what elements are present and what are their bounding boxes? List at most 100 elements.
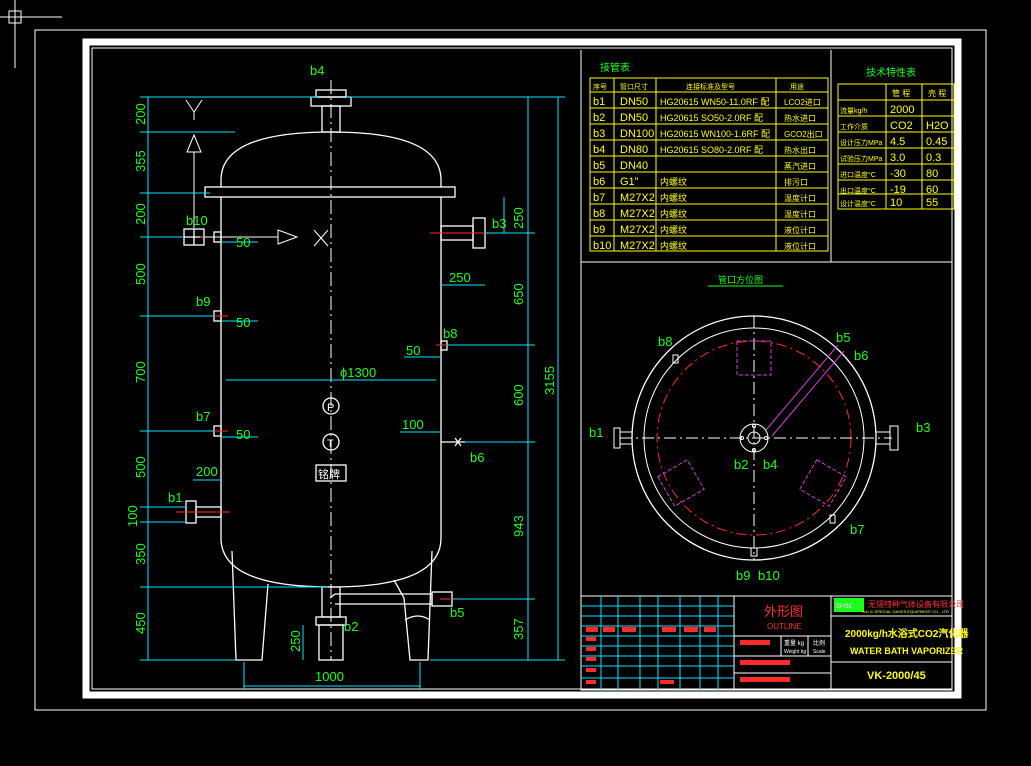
spec-table-lines xyxy=(837,83,955,210)
nozzle-table-cell: b2 xyxy=(593,112,605,124)
dim-left-0: 200 xyxy=(133,103,148,125)
plan-label-b7: b7 xyxy=(850,522,864,537)
spec-table-cell: CO2 xyxy=(890,120,913,132)
nozzle-center-lines xyxy=(176,232,498,600)
spec-table-header-1: 管 程 xyxy=(892,88,910,98)
spec-table-cell: 出口温度°C xyxy=(840,186,876,195)
dim-left-3: 500 xyxy=(133,263,148,285)
nozzle-table-header-2: 连接标准及型号 xyxy=(686,82,735,91)
nozzle-table-cell: LCO2进口 xyxy=(784,98,821,107)
nozzle-table-cell: HG20615 SO50-2.0RF 配 xyxy=(660,113,763,123)
nozzle-table-cell: 温度计口 xyxy=(784,209,816,219)
nozzle-table-cell: HG20615 WN50-11.0RF 配 xyxy=(660,97,769,107)
company-en: WU XI SPECIAL GASES EQUIPMENT CO., LTD xyxy=(862,609,949,614)
nozzle-table-cell: b5 xyxy=(593,160,605,172)
plan-label-b3: b3 xyxy=(916,420,930,435)
plan-title: 管口方位图 xyxy=(718,274,763,285)
label-b4: b4 xyxy=(310,63,324,78)
label-b6: b6 xyxy=(470,450,484,465)
dim-b3-h: 250 xyxy=(511,207,526,229)
nozzle-table-cell: 温度计口 xyxy=(784,193,816,203)
scale-label: 比例 xyxy=(813,639,825,647)
dim-left-1: 355 xyxy=(133,150,148,172)
logo-text: SPGE xyxy=(836,604,853,610)
label-b3: b3 xyxy=(492,216,506,231)
spec-table-title: 技术特性表 xyxy=(866,66,916,79)
nozzle-table-lines xyxy=(589,77,829,252)
dim-right-2: 943 xyxy=(511,515,526,537)
drawing-name-cn: 外形图 xyxy=(764,604,803,619)
scale-label-small: Scale xyxy=(813,649,826,655)
white-border xyxy=(82,38,962,699)
front-view xyxy=(183,89,486,661)
dim-b10-len: 50 xyxy=(236,235,250,250)
plan-label-b5: b5 xyxy=(836,330,850,345)
nozzle-table-cell: b6 xyxy=(593,176,605,188)
spec-table-cell: -19 xyxy=(890,184,906,196)
spec-table-cell: 60 xyxy=(926,184,938,196)
dim-right-1: 600 xyxy=(511,384,526,406)
label-b1: b1 xyxy=(168,490,182,505)
nozzle-table-cell: b1 xyxy=(593,96,605,108)
nozzle-table-cell: b7 xyxy=(593,192,605,204)
spec-table-cell: 工作介质 xyxy=(840,122,868,131)
weight-label-small: Weight kg xyxy=(784,649,806,655)
plan-label-b6: b6 xyxy=(854,348,868,363)
spec-table-cell: 10 xyxy=(890,197,902,209)
nozzle-table-cell: b9 xyxy=(593,224,605,236)
spec-table-cell: 流量kg/h xyxy=(840,106,867,115)
x-axis-arrow xyxy=(204,229,329,247)
nozzle-table-cell: M27X2 xyxy=(620,224,655,236)
nozzle-table-cell: M27X2 xyxy=(620,192,655,204)
nozzle-table-cell: b10 xyxy=(593,240,611,252)
spec-table-cell: 设计压力MPa xyxy=(840,138,882,147)
dim-left-7: 350 xyxy=(133,543,148,565)
nozzle-table-cell: 热水出口 xyxy=(784,145,816,155)
spec-table-cell: 试验压力MPa xyxy=(840,154,882,163)
plan-label-b4: b4 xyxy=(763,457,777,472)
model-number: VK-2000/45 xyxy=(867,670,926,682)
product-en: WATER BATH VAPORIZER xyxy=(850,646,963,656)
nozzle-table-cell: M27X2 xyxy=(620,240,655,252)
symbol-p: P xyxy=(327,402,334,414)
spec-table-cell: H2O xyxy=(926,120,949,132)
nozzle-table-cell: DN50 xyxy=(620,96,648,108)
nozzle-table-header-3: 用途 xyxy=(790,82,804,91)
spec-table-cell: 80 xyxy=(926,168,938,180)
nozzle-table-header-0: 序号 xyxy=(593,82,607,91)
nozzle-table-cell: 液位计口 xyxy=(784,241,816,251)
spec-table-cell: 55 xyxy=(926,197,938,209)
nozzle-table-cell: b3 xyxy=(593,128,605,140)
dim-leg-span: 1000 xyxy=(315,669,344,684)
plan-label-b9: b9 xyxy=(736,568,750,583)
nozzle-table-cell: 内螺纹 xyxy=(660,208,687,219)
dim-right-0: 650 xyxy=(511,283,526,305)
nozzle-table-cell: GCO2出口 xyxy=(784,129,823,139)
dim-b9-len: 50 xyxy=(236,315,250,330)
spec-table-cell: 进口温度°C xyxy=(840,170,876,179)
nozzle-table-cell: M27X2 xyxy=(620,208,655,220)
spec-table-cell: 0.45 xyxy=(926,136,947,148)
spec-table-cell: 4.5 xyxy=(890,136,905,148)
nozzle-table-cell: G1" xyxy=(620,176,639,188)
inner-frame xyxy=(91,47,953,690)
nozzle-table-cell: HG20615 WN100-1.6RF 配 xyxy=(660,129,770,139)
dimension-lines xyxy=(140,96,565,690)
nozzle-table-cell: DN50 xyxy=(620,112,648,124)
nozzle-table-cell: b4 xyxy=(593,144,605,156)
crosshair-cursor xyxy=(0,0,62,68)
spec-table-cell: 设计温度°C xyxy=(840,199,876,208)
product-cn: 2000kg/h水浴式CO2汽化器 xyxy=(845,627,969,640)
dim-right-3: 357 xyxy=(511,618,526,640)
dim-left-6: 100 xyxy=(125,505,140,527)
company-cn: 无锡特种气体设备有限公司 xyxy=(868,599,964,609)
label-b8: b8 xyxy=(443,326,457,341)
label-b9: b9 xyxy=(196,294,210,309)
nozzle-table-title: 接管表 xyxy=(600,61,630,74)
nozzle-table-cell: b8 xyxy=(593,208,605,220)
label-b2: b2 xyxy=(344,619,358,634)
dim-left-4: 700 xyxy=(133,361,148,383)
label-b10: b10 xyxy=(186,213,208,228)
